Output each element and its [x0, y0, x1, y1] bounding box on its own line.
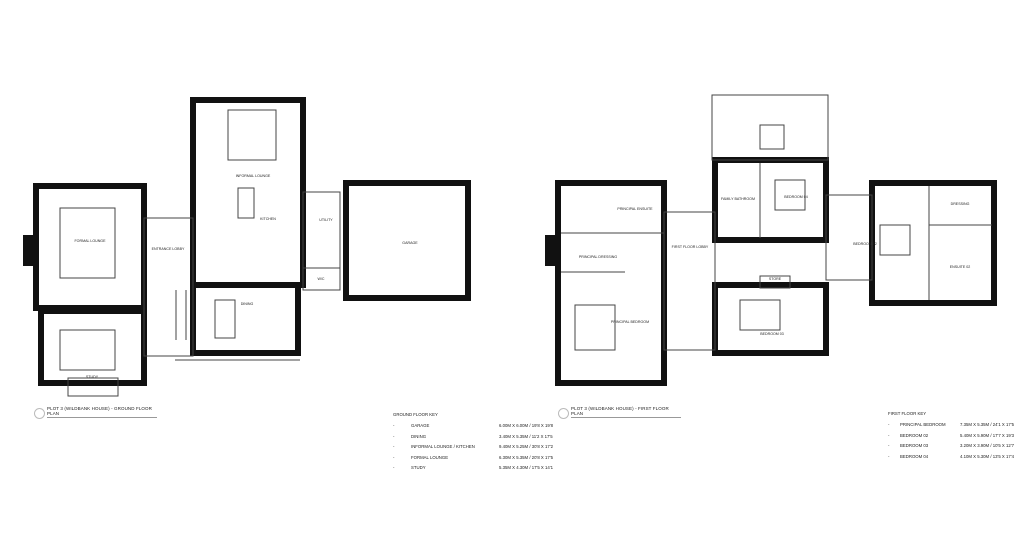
room-label-bedroom-03: BEDROOM 03 — [760, 332, 784, 336]
key-room: PRINCIPAL BEDROOM — [900, 422, 946, 427]
room-label-first-floor-lobby: FIRST FLOOR LOBBY — [672, 245, 709, 249]
key-bullet: - — [393, 454, 395, 460]
ground-floor-key-heading: GROUND FLOOR KEY — [393, 412, 438, 417]
room-label-principal-ensuite: PRINCIPAL ENSUITE — [617, 207, 653, 211]
key-bullet: - — [888, 443, 890, 448]
key-bullet: - — [888, 432, 890, 438]
ground-plan-title-marker — [34, 408, 45, 419]
key-size: 7.35M X 5.35M / 24'1 X 17'5 — [960, 422, 1014, 427]
key-row: - GARAGE 6.00M X 6.00M / 19'8 X 19'8 — [393, 423, 553, 434]
room-label-utility: UTILITY — [319, 218, 333, 222]
first-floor-partitions — [561, 94, 992, 351]
key-size: 4.10M X 5.30M / 13'5 X 17'4 — [960, 453, 1014, 459]
room-label-formal-lounge: FORMAL LOUNGE — [74, 239, 106, 243]
room-label-study: STUDY — [86, 375, 99, 379]
key-size: 3.20M X 3.90M / 10'5 X 12'7 — [960, 443, 1014, 448]
room-label-garage: GARAGE — [402, 241, 418, 245]
key-room: DINING — [411, 433, 427, 439]
first-plan-title-marker — [558, 408, 569, 419]
key-size: 3.40M X 5.35M / 11'2 X 17'5 — [499, 433, 553, 439]
room-label-family-bathroom: FAMILY BATHROOM — [721, 197, 755, 201]
key-room: BEDROOM 02 — [900, 432, 929, 438]
key-row: - INFORMAL LOUNGE / KITCHEN 9.40M X 5.25M … — [393, 444, 553, 455]
key-row: - BEDROOM 02 5.40M X 5.90M / 17'7 X 19'3 — [888, 433, 1014, 444]
room-label-kitchen: KITCHEN — [260, 217, 276, 221]
first-floor-key: FIRST FLOOR KEY - PRINCIPAL BEDROOM 7.35M … — [888, 411, 1014, 464]
key-row: - BEDROOM 03 3.20M X 3.90M / 10'5 X 12'7 — [888, 443, 1014, 454]
room-label-principal-bedroom: PRINCIPAL BEDROOM — [611, 320, 649, 324]
room-label-dining: DINING — [241, 302, 254, 306]
key-size: 9.40M X 5.25M / 30'8 X 17'2 — [499, 444, 553, 449]
key-bullet: - — [393, 465, 395, 470]
ground-floor-key: GROUND FLOOR KEY - GARAGE 6.00M X 6.00M / … — [393, 412, 553, 476]
key-room: STUDY — [411, 465, 426, 470]
key-row: - STUDY 5.35M X 4.30M / 17'5 X 14'1 — [393, 465, 553, 476]
key-size: 5.35M X 4.30M / 17'5 X 14'1 — [499, 465, 553, 470]
room-label-bedroom-04: BEDROOM 04 — [784, 195, 808, 199]
key-row: - FORMAL LOUNGE 6.30M X 5.35M / 20'8 X 17'… — [393, 455, 553, 466]
key-row: - PRINCIPAL BEDROOM 7.35M X 5.35M / 24'1 X… — [888, 422, 1014, 433]
first-floor-key-heading: FIRST FLOOR KEY — [888, 411, 927, 416]
room-label-entrance-lobby: ENTRANCE LOBBY — [152, 247, 185, 251]
key-bullet: - — [393, 433, 395, 439]
key-size: 6.00M X 6.00M / 19'8 X 19'8 — [499, 423, 553, 428]
key-bullet: - — [393, 444, 395, 449]
room-label-dressing: DRESSING — [951, 202, 970, 206]
room-label-wc: W/C — [318, 277, 325, 281]
first-floor-plan-title: PLOT 3 (WILDBANK HOUSE) - FIRST FLOOR PL… — [571, 406, 681, 418]
room-label-bedroom-02: BEDROOM 02 — [853, 242, 877, 246]
key-room: FORMAL LOUNGE — [411, 454, 449, 460]
ground-floor-partitions — [59, 109, 341, 397]
key-row: - BEDROOM 04 4.10M X 5.30M / 13'5 X 17'4 — [888, 454, 1014, 465]
room-label-informal-lounge: INFORMAL LOUNGE — [236, 174, 271, 178]
key-room: GARAGE — [411, 423, 430, 428]
room-label-principal-dressing: PRINCIPAL DRESSING — [579, 255, 618, 259]
ground-floor-plan-title: PLOT 3 (WILDBANK HOUSE) - GROUND FLOOR P… — [47, 406, 157, 418]
key-bullet: - — [393, 423, 395, 428]
key-size: 6.30M X 5.35M / 20'8 X 17'5 — [499, 454, 553, 460]
key-row: - DINING 3.40M X 5.35M / 11'2 X 17'5 — [393, 434, 553, 445]
key-room: BEDROOM 04 — [900, 453, 929, 459]
key-room: INFORMAL LOUNGE / KITCHEN — [411, 444, 475, 449]
key-size: 5.40M X 5.90M / 17'7 X 19'3 — [960, 432, 1014, 438]
key-bullet: - — [888, 453, 890, 459]
key-room: BEDROOM 03 — [900, 443, 929, 448]
key-bullet: - — [888, 422, 890, 427]
room-label-store: STORE — [769, 277, 782, 281]
room-label-ensuite-02: ENSUITE 02 — [950, 265, 971, 269]
